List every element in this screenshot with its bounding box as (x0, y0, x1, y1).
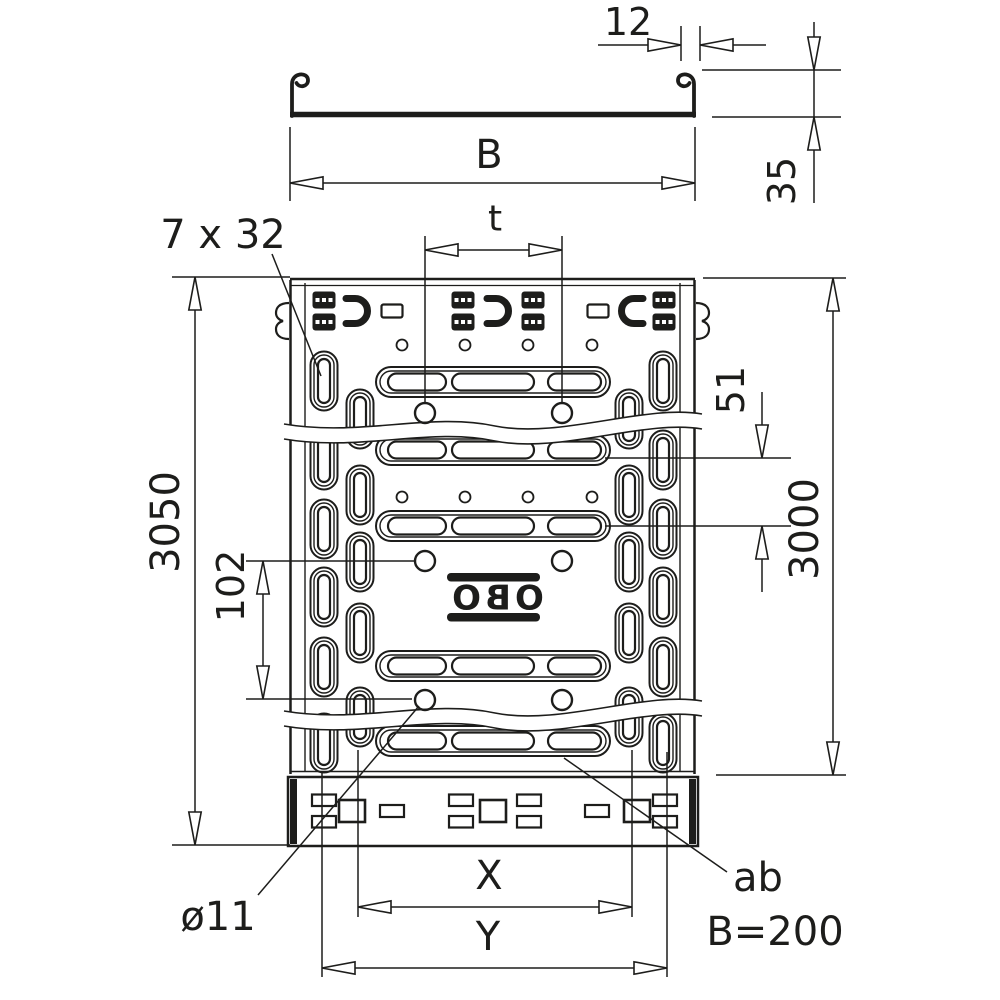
plan-view: OBO (274, 277, 711, 848)
dim-label-t: t (488, 199, 502, 240)
dim-label-y: Y (475, 914, 501, 960)
dim-label-3000: 3000 (782, 478, 828, 580)
dimension-lip-width: 12 (598, 0, 766, 61)
note-width-label: B=200 (706, 909, 843, 955)
left-edge-lip (290, 72, 310, 118)
dim-label-102: 102 (209, 550, 253, 623)
dimension-width-b: B (289, 127, 696, 201)
dim-label-x: X (475, 853, 502, 899)
dimension-y: Y (321, 752, 668, 977)
label-hole-diameter: ø11 (180, 705, 420, 940)
dimension-102: 102 (209, 550, 414, 700)
right-edge-lip (676, 72, 696, 118)
label-slot-size: 7 x 32 (160, 212, 322, 377)
end-connector-plate (286, 775, 700, 848)
dim-label-b: B (475, 132, 502, 178)
dimension-t: t (424, 199, 563, 402)
dim-label-3050: 3050 (143, 471, 189, 573)
dimension-x: X (357, 750, 633, 917)
dim-label-51: 51 (709, 366, 753, 414)
dimension-height-35: 35 (702, 22, 841, 205)
logo-text: OBO (448, 579, 544, 619)
dimension-51: 51 (605, 366, 791, 592)
slot-size-label: 7 x 32 (160, 212, 285, 258)
obo-logo-stamp: OBO (447, 573, 544, 622)
dim-label-35: 35 (760, 157, 804, 205)
label-ab-b200: ab B=200 (563, 757, 844, 955)
dimension-3050: 3050 (143, 276, 290, 846)
dim-label-12: 12 (604, 0, 652, 44)
dimension-3000: 3000 (703, 277, 846, 776)
cross-section-view (290, 72, 696, 118)
hole-diameter-label: ø11 (180, 894, 255, 940)
note-from-label: ab (733, 855, 783, 901)
